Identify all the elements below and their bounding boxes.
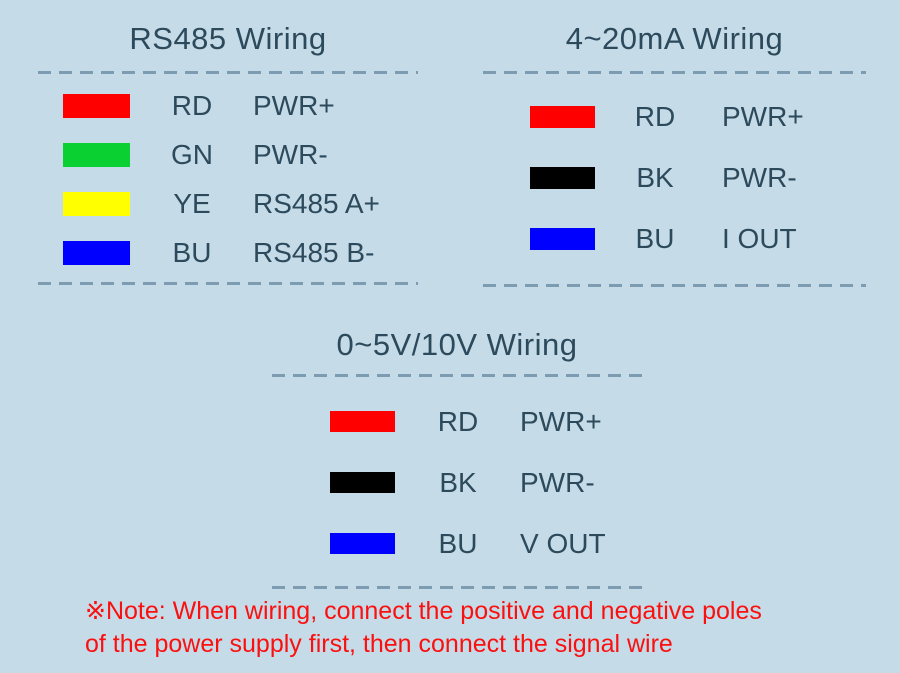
section-title-4-20ma: 4~20mA Wiring (565, 21, 784, 56)
wire-color-swatch-yellow (63, 191, 130, 216)
wire-row: BU V OUT (272, 513, 642, 574)
wire-signal: V OUT (520, 527, 606, 559)
dashed-divider (483, 284, 866, 287)
wire-row: GN PWR- (38, 130, 418, 179)
dashed-divider (483, 71, 866, 74)
wire-signal: RS485 A+ (253, 187, 380, 219)
note-line-1: ※Note: When wiring, connect the positive… (85, 597, 762, 625)
wire-signal: PWR- (722, 161, 797, 193)
section-0-5v-10v-wiring: 0~5V/10V Wiring RD PWR+ BK PWR- BU V OUT (272, 326, 642, 589)
wire-color-swatch-blue (330, 533, 395, 554)
wire-abbr: RD (171, 89, 213, 121)
wire-row: RD PWR+ (272, 391, 642, 452)
wire-color-swatch-green (63, 142, 130, 167)
dashed-divider (272, 374, 642, 377)
wire-color-swatch-black (530, 166, 595, 189)
section-rs485-wiring: RS485 Wiring RD PWR+ GN PWR- YE RS485 A+… (38, 20, 418, 285)
wire-signal: PWR+ (722, 100, 804, 132)
wire-color-swatch-black (330, 472, 395, 493)
wire-abbr: RD (634, 100, 676, 132)
wire-row: BU I OUT (483, 208, 866, 269)
section-4-20ma-wiring: 4~20mA Wiring RD PWR+ BK PWR- BU I OUT (483, 20, 866, 287)
wire-color-swatch-red (63, 93, 130, 118)
wire-rows: RD PWR+ BK PWR- BU V OUT (272, 391, 642, 574)
section-title-rs485: RS485 Wiring (129, 21, 327, 56)
wire-abbr: BU (172, 236, 212, 268)
wire-color-swatch-blue (63, 240, 130, 265)
wiring-note: ※Note: When wiring, connect the positive… (85, 595, 875, 661)
wire-row: RD PWR+ (483, 86, 866, 147)
dashed-divider (38, 282, 418, 285)
wire-row: BK PWR- (483, 147, 866, 208)
wire-row: YE RS485 A+ (38, 179, 418, 228)
wire-abbr: BU (635, 222, 675, 254)
wire-abbr: BU (438, 527, 478, 559)
wire-row: BK PWR- (272, 452, 642, 513)
wire-rows: RD PWR+ BK PWR- BU I OUT (483, 86, 866, 269)
wire-signal: RS485 B- (253, 236, 375, 268)
wire-row: BU RS485 B- (38, 228, 418, 277)
wire-abbr: BK (636, 161, 674, 193)
wire-color-swatch-red (530, 105, 595, 128)
note-line-2: of the power supply first, then connect … (85, 630, 673, 658)
wire-signal: PWR+ (520, 405, 602, 437)
wire-signal: I OUT (722, 222, 797, 254)
wire-signal: PWR- (520, 466, 595, 498)
wire-abbr: GN (171, 138, 213, 170)
section-title-0-5v-10v: 0~5V/10V Wiring (336, 327, 578, 362)
wire-abbr: BK (439, 466, 477, 498)
wire-color-swatch-blue (530, 227, 595, 250)
wire-signal: PWR- (253, 138, 328, 170)
dashed-divider (38, 71, 418, 74)
wire-signal: PWR+ (253, 89, 335, 121)
wire-abbr: RD (437, 405, 479, 437)
wire-abbr: YE (173, 187, 211, 219)
dashed-divider (272, 586, 642, 589)
wire-color-swatch-red (330, 411, 395, 432)
wire-row: RD PWR+ (38, 81, 418, 130)
wire-rows: RD PWR+ GN PWR- YE RS485 A+ BU RS485 B- (38, 81, 418, 277)
